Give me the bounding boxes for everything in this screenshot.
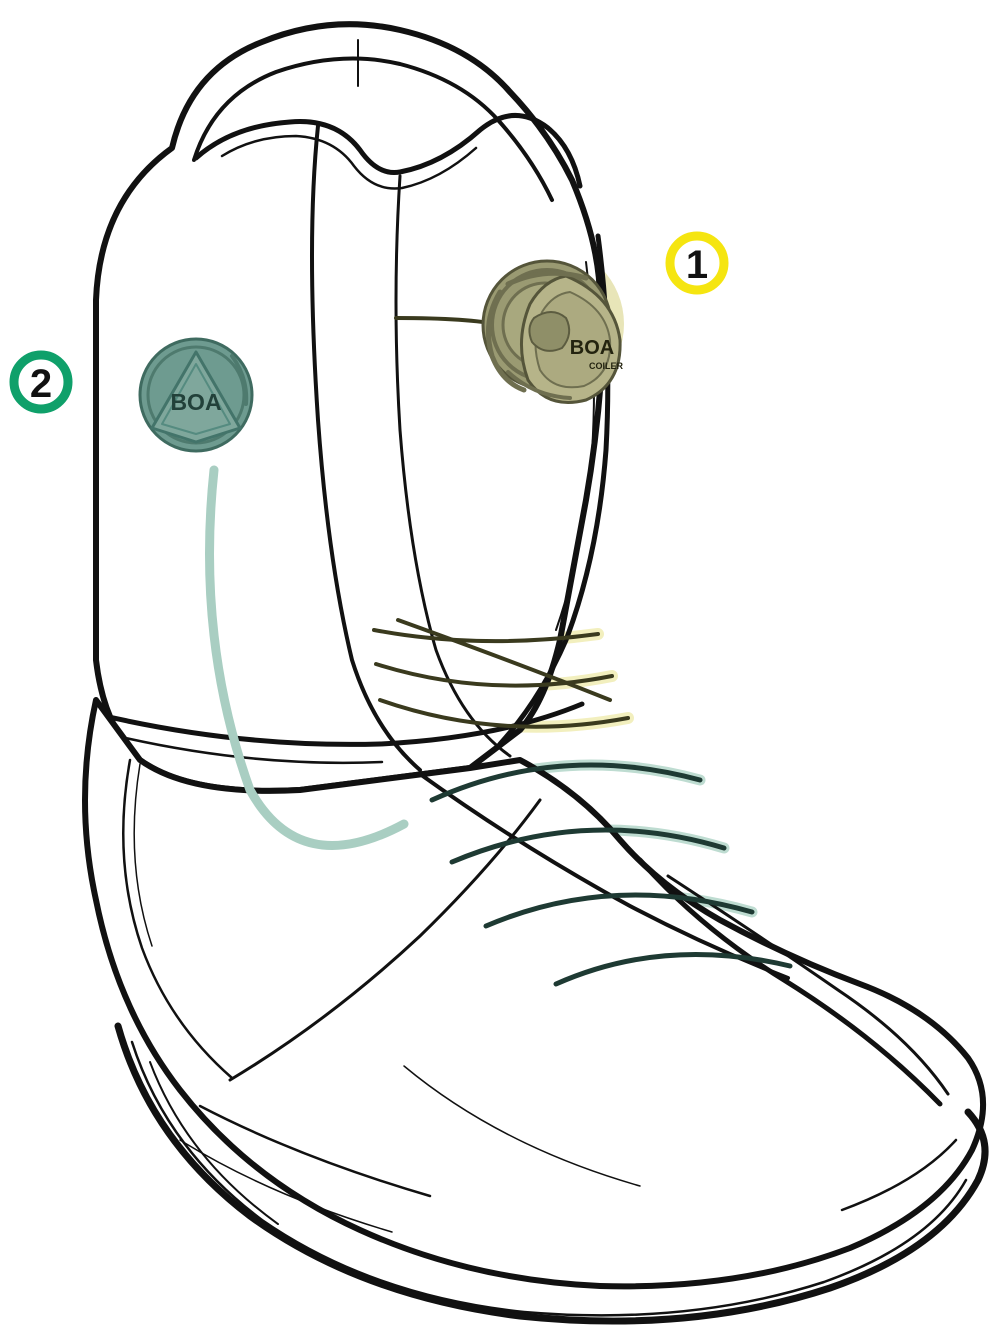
lower-lace-1 bbox=[429, 762, 703, 803]
boot-sole-detail-line bbox=[179, 1139, 393, 1233]
lower-lace-4 bbox=[553, 951, 793, 987]
boot-foot-shell bbox=[82, 697, 987, 1290]
upper-dial-spoke-top bbox=[505, 270, 589, 287]
upper-dial-spoke-left bbox=[485, 289, 527, 393]
callout-1-ring[interactable] bbox=[665, 231, 729, 295]
upper-dial-brand-label: BOA bbox=[570, 337, 614, 359]
boot-heel-lower-arc bbox=[198, 1104, 432, 1198]
callout-1-label: 1 bbox=[686, 243, 708, 287]
boot-ankle-band bbox=[93, 701, 585, 747]
boot-toe-box-curve bbox=[637, 857, 943, 1107]
boot-heel-counter bbox=[122, 758, 234, 1080]
lower-lace-3 bbox=[483, 892, 755, 929]
lower-dial-brand-label: BOA bbox=[170, 389, 221, 415]
lower-dial-tri-inner bbox=[161, 363, 231, 435]
boot-collar-opening bbox=[193, 113, 583, 189]
upper-dial-spoke-bottom bbox=[506, 370, 572, 400]
boot-outsole-midline bbox=[130, 1040, 968, 1317]
upper-lace-3 bbox=[374, 662, 614, 688]
lower-laces bbox=[429, 762, 793, 987]
boot-tongue-edge-outer bbox=[394, 174, 512, 758]
callout-2[interactable]: 2 bbox=[9, 350, 73, 414]
boot-tongue-edge bbox=[310, 124, 422, 772]
upper-dial-hub bbox=[528, 311, 571, 352]
callout-2-label: 2 bbox=[30, 362, 52, 406]
boot-liner-mouth bbox=[220, 134, 478, 190]
lower-boa-dial[interactable]: BOA bbox=[138, 337, 254, 453]
upper-boa-dial[interactable]: BOA COILER bbox=[481, 259, 624, 404]
upper-lace-4 bbox=[378, 698, 630, 729]
lower-boa-cable bbox=[205, 465, 409, 850]
boot-midfoot-crease bbox=[403, 1065, 641, 1187]
upper-lace-2 bbox=[372, 628, 600, 644]
lower-dial-grip-arc bbox=[230, 354, 249, 406]
upper-dial-sub-label: COILER bbox=[589, 361, 624, 371]
boot-toe-cap-seam bbox=[666, 874, 950, 1096]
upper-laces bbox=[372, 316, 630, 729]
boot-outsole bbox=[114, 1022, 989, 1325]
upper-lace-crossover bbox=[396, 618, 612, 702]
callout-2-ring[interactable] bbox=[9, 350, 73, 414]
boot-toe-front-line bbox=[840, 1138, 958, 1212]
boot-collar-inner-lip bbox=[192, 56, 554, 202]
callout-1[interactable]: 1 bbox=[665, 231, 729, 295]
boot-outsole-rand bbox=[149, 1061, 279, 1225]
lower-lace-2 bbox=[449, 827, 727, 865]
boot-heel-counter-2 bbox=[133, 763, 153, 947]
